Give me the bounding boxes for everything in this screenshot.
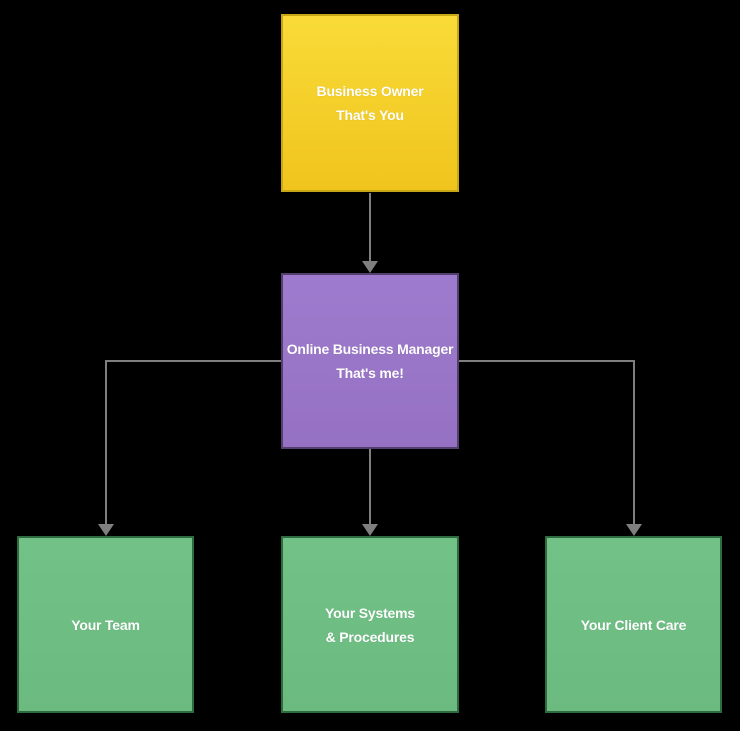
node-label-line: & Procedures xyxy=(325,628,415,645)
connector-manager-to-client-care xyxy=(458,360,635,524)
node-label-line: That's You xyxy=(336,107,404,123)
node-business-owner: Business Owner That's You xyxy=(281,14,459,192)
node-your-client-care: Your Client Care xyxy=(545,536,722,713)
node-label: Your Team xyxy=(71,613,140,637)
node-label-line: Business Owner xyxy=(316,83,424,99)
node-label-line: Your Team xyxy=(71,616,140,633)
arrowhead-down-icon xyxy=(362,261,378,273)
node-label-line: Online Business Manager xyxy=(286,341,454,357)
node-label: Online Business Manager That's me! xyxy=(287,337,454,385)
node-label: Your Client Care xyxy=(580,613,687,637)
arrowhead-down-icon xyxy=(98,524,114,536)
node-label-line: Your Systems xyxy=(325,604,415,621)
node-label: Business Owner That's You xyxy=(317,79,424,127)
node-your-team: Your Team xyxy=(17,536,194,713)
node-your-systems-procedures: Your Systems & Procedures xyxy=(281,536,459,713)
node-label-line: Your Client Care xyxy=(580,616,687,633)
node-online-business-manager: Online Business Manager That's me! xyxy=(281,273,459,449)
node-label-line: That's me! xyxy=(336,365,404,381)
node-label: Your Systems & Procedures xyxy=(325,601,415,649)
arrowhead-down-icon xyxy=(626,524,642,536)
arrowhead-down-icon xyxy=(362,524,378,536)
connector-manager-to-team xyxy=(105,360,282,524)
